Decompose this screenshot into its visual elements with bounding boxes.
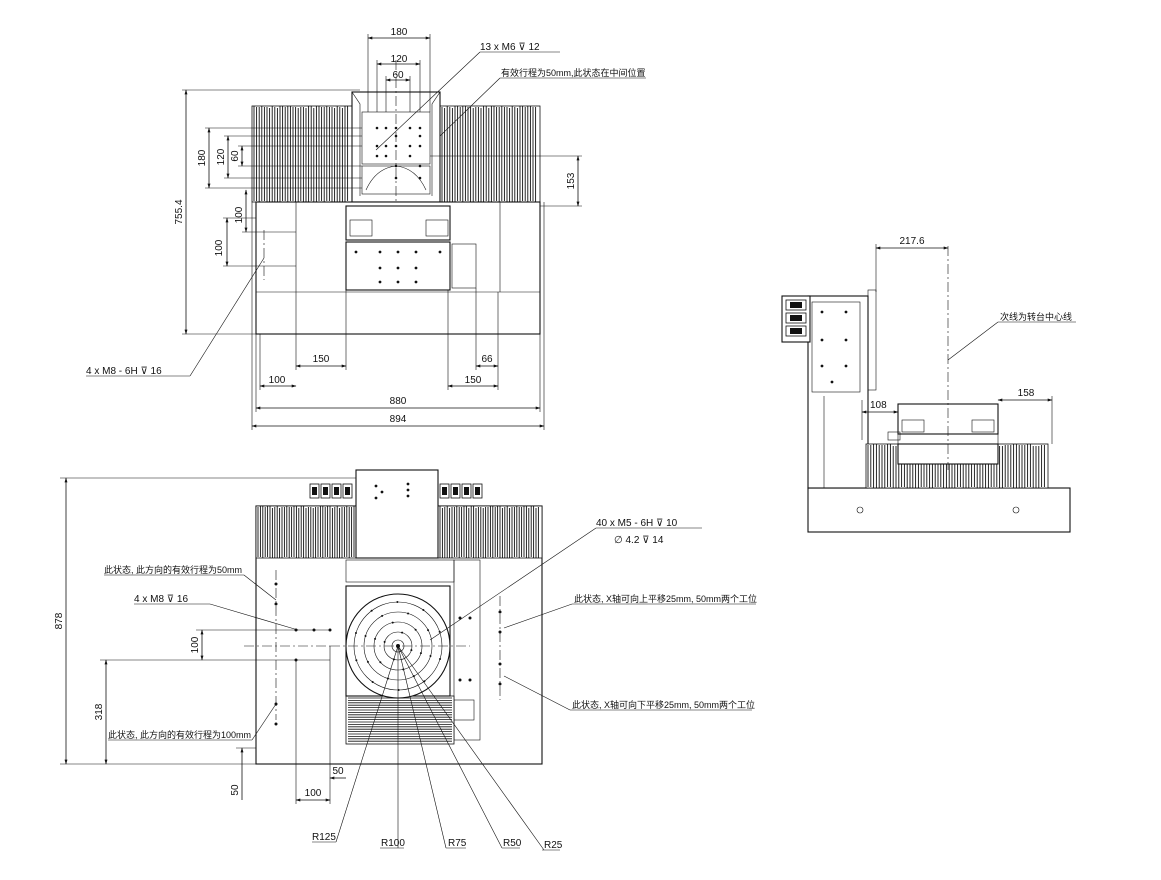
- dim-width-894: 894: [390, 414, 407, 425]
- front-view: 180 120 60 180 120 60 100: [86, 27, 646, 430]
- dim-top-120: 120: [391, 54, 408, 65]
- dim-bottom-66: 66: [481, 354, 493, 365]
- note-holes-d42: ∅ 4.2 ⊽ 14: [614, 535, 664, 546]
- dim-left-100b: 100: [214, 239, 225, 256]
- side-dimensions: 217.6 108 158: [861, 236, 1053, 444]
- dim-top-180: 180: [391, 27, 408, 38]
- dim-height-755: 755.4: [174, 199, 185, 224]
- note-holes-m8-top: 4 x M8 ⊽ 16: [134, 594, 188, 605]
- note-x-down: 此状态, X轴可向下平移25mm, 50mm两个工位: [572, 699, 755, 710]
- front-bellows-left: [251, 105, 353, 203]
- front-table-top: [345, 205, 451, 241]
- note-holes-m6: 13 x M6 ⊽ 12: [480, 42, 540, 53]
- front-notes: 13 x M6 ⊽ 12 有效行程为50mm,此状态在中间位置 4 x M8 -…: [86, 42, 646, 377]
- top-bellows-right: [437, 505, 543, 559]
- note-x-up: 此状态, X轴可向上平移25mm, 50mm两个工位: [574, 593, 757, 604]
- dim-top-60: 60: [392, 70, 404, 81]
- dim-bottom-100: 100: [269, 375, 286, 386]
- top-view: 878 318 100 50 100 50 R125 R100: [54, 469, 757, 851]
- side-base: [807, 487, 1071, 533]
- dim-left-60: 60: [230, 150, 241, 162]
- radius-r75: R75: [448, 838, 467, 849]
- note-stroke-50: 此状态, 此方向的有效行程为50mm: [104, 564, 242, 575]
- dim-bottom-150-right: 150: [465, 375, 482, 386]
- dim-side-158: 158: [1018, 388, 1035, 399]
- top-upper-block: [355, 469, 439, 559]
- top-bellows-left: [255, 505, 357, 559]
- dim-top-878: 878: [54, 612, 65, 629]
- radius-r25: R25: [544, 840, 563, 851]
- dim-width-880: 880: [390, 396, 407, 407]
- dim-top-50-horiz: 50: [332, 766, 344, 777]
- top-notes: 40 x M5 - 6H ⊽ 10 ∅ 4.2 ⊽ 14 4 x M8 ⊽ 16…: [104, 518, 757, 741]
- radius-leaders: R125 R100 R75 R50 R25: [312, 645, 563, 851]
- front-bellows-right: [439, 105, 541, 203]
- dim-top-100-vert: 100: [190, 636, 201, 653]
- dim-left-120: 120: [216, 148, 227, 165]
- side-view: 217.6 108 158 次线为转台中心线: [781, 236, 1076, 533]
- top-bottom-bellows: [345, 695, 455, 745]
- note-holes-m8-front: 4 x M8 - 6H ⊽ 16: [86, 366, 162, 377]
- top-dimensions: 878 318 100 50 100 50: [54, 477, 356, 804]
- note-rotary-center: 次线为转台中心线: [1000, 311, 1072, 322]
- note-stroke-100: 此状态, 此方向的有效行程为100mm: [108, 729, 251, 740]
- dim-side-217: 217.6: [899, 236, 924, 247]
- dim-top-50-vert: 50: [230, 784, 241, 796]
- front-hole-grid: [375, 126, 422, 180]
- dim-right-153: 153: [566, 172, 577, 189]
- note-holes-m5: 40 x M5 - 6H ⊽ 10: [596, 518, 678, 529]
- dim-top-318: 318: [94, 703, 105, 720]
- dim-left-100a: 100: [234, 206, 245, 223]
- dim-top-100-horiz: 100: [305, 788, 322, 799]
- note-stroke-center: 有效行程为50mm,此状态在中间位置: [501, 67, 646, 78]
- radius-r100: R100: [381, 838, 405, 849]
- dim-left-180: 180: [197, 149, 208, 166]
- dim-bottom-150-left: 150: [313, 354, 330, 365]
- radius-r125: R125: [312, 832, 336, 843]
- front-dimensions: 180 120 60 180 120 60 100: [174, 27, 582, 430]
- radius-r50: R50: [503, 838, 522, 849]
- dim-side-108: 108: [870, 400, 887, 411]
